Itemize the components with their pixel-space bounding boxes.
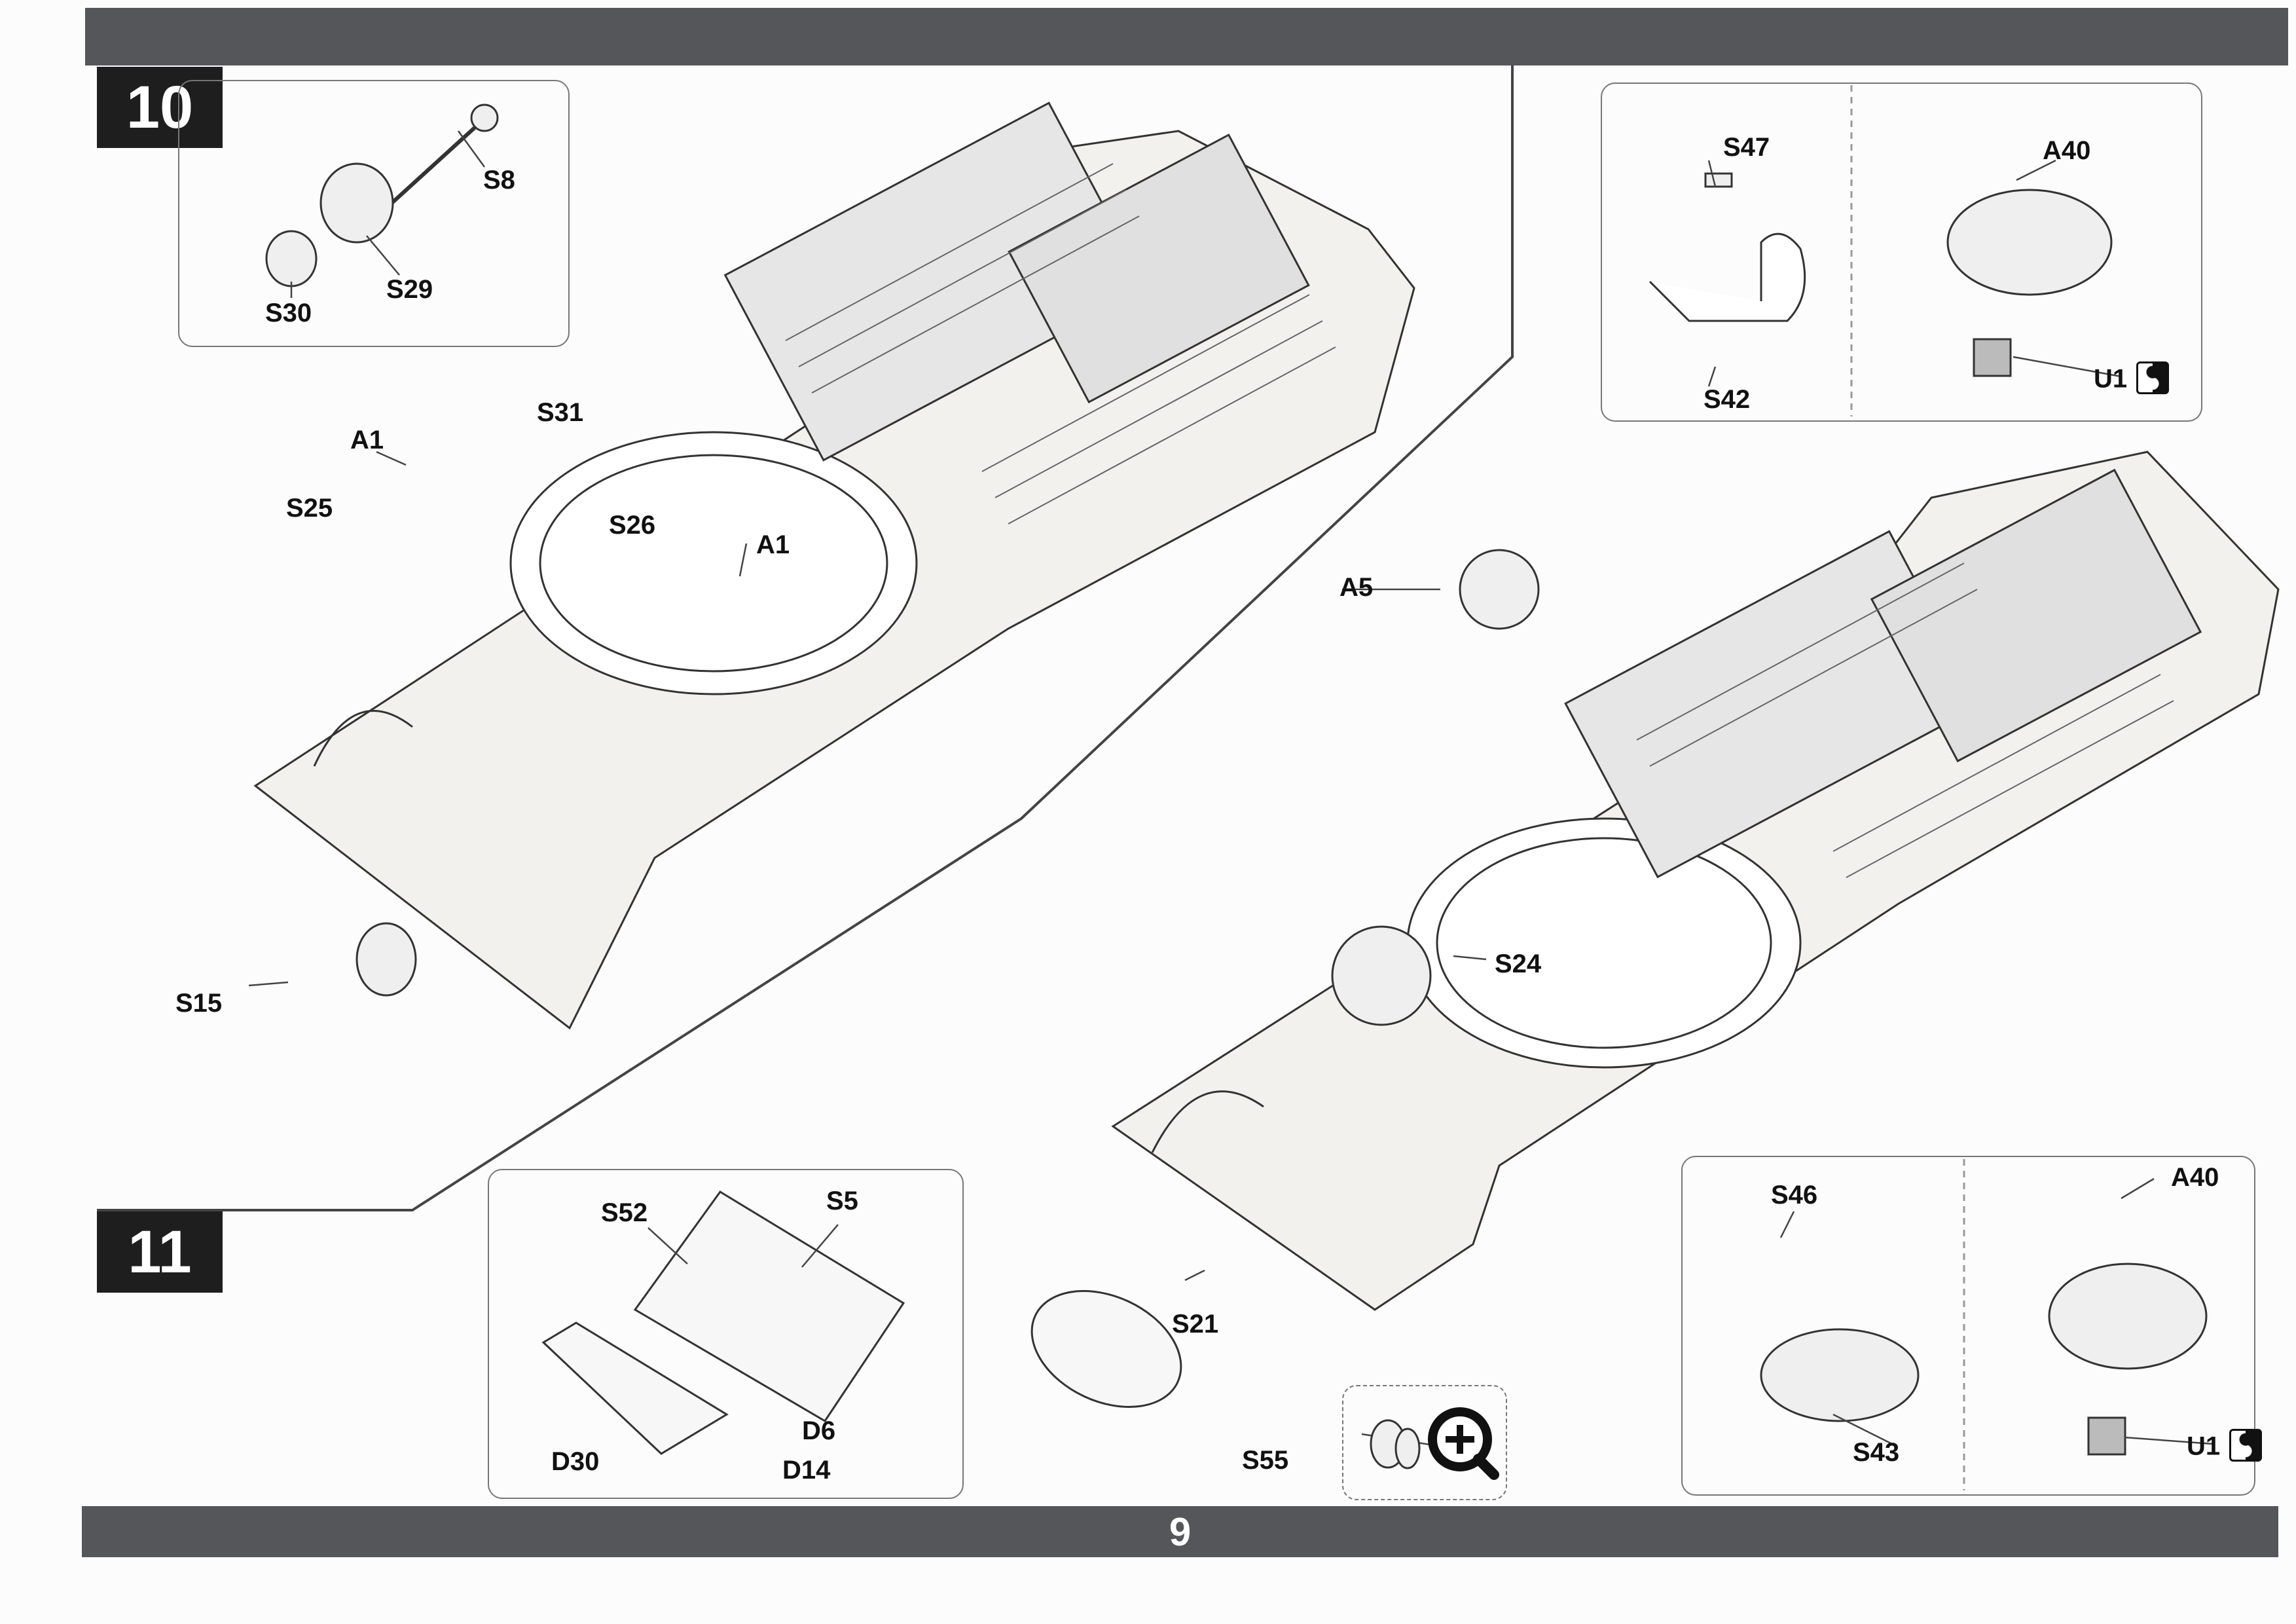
callout-d30: D30 <box>551 1447 600 1476</box>
hull-step-10 <box>253 101 1415 1030</box>
callout-s26: S26 <box>609 511 656 540</box>
callout-s25: S25 <box>286 494 333 523</box>
detail-panel-zoom <box>1342 1385 1507 1500</box>
zoom-in-icon <box>1428 1407 1499 1480</box>
detail-panel-hatch-bottom <box>1681 1156 2255 1496</box>
callout-s52: S52 <box>601 1198 648 1227</box>
page-number: 9 <box>1169 1509 1192 1554</box>
detail-panel-hatch-top <box>1601 83 2202 422</box>
callout-s15: S15 <box>175 989 223 1018</box>
callout-a40-top: A40 <box>2043 136 2091 165</box>
cement-icon <box>2229 1429 2263 1462</box>
detail-panel-box <box>488 1169 964 1499</box>
u1-top-label: U1 <box>2094 364 2128 394</box>
callout-a5: A5 <box>1339 573 1374 602</box>
header-bar <box>85 8 2288 65</box>
callout-s21: S21 <box>1172 1310 1219 1338</box>
callout-s46: S46 <box>1771 1181 1818 1209</box>
hull-step-11 <box>1111 451 2280 1311</box>
callout-s47: S47 <box>1723 133 1770 162</box>
callout-s42: S42 <box>1704 385 1751 414</box>
u1-bottom-label: U1 <box>2187 1431 2221 1461</box>
callout-s30: S30 <box>265 299 312 327</box>
callout-u1-bottom: U1 <box>2187 1429 2263 1464</box>
callout-u1-top: U1 <box>2094 361 2170 397</box>
callout-a1-center: A1 <box>756 530 790 559</box>
step-11-badge: 11 <box>97 1211 223 1293</box>
callout-s8: S8 <box>483 166 515 194</box>
detail-panel-s8-s29-s30 <box>178 80 570 347</box>
callout-d6: D6 <box>802 1416 836 1445</box>
callout-d14: D14 <box>782 1456 831 1485</box>
callout-s43: S43 <box>1853 1438 1900 1467</box>
callout-s55: S55 <box>1242 1446 1289 1475</box>
callout-s5: S5 <box>826 1187 858 1215</box>
callout-s31: S31 <box>537 398 584 427</box>
callout-s24: S24 <box>1495 950 1542 978</box>
callout-a1-left: A1 <box>350 426 384 454</box>
callout-a40-bottom: A40 <box>2171 1163 2219 1192</box>
cement-icon <box>2136 361 2170 394</box>
zoomed-part-art <box>1370 1419 1421 1469</box>
footer-bar: 9 <box>82 1506 2278 1557</box>
callout-s29: S29 <box>386 275 433 304</box>
